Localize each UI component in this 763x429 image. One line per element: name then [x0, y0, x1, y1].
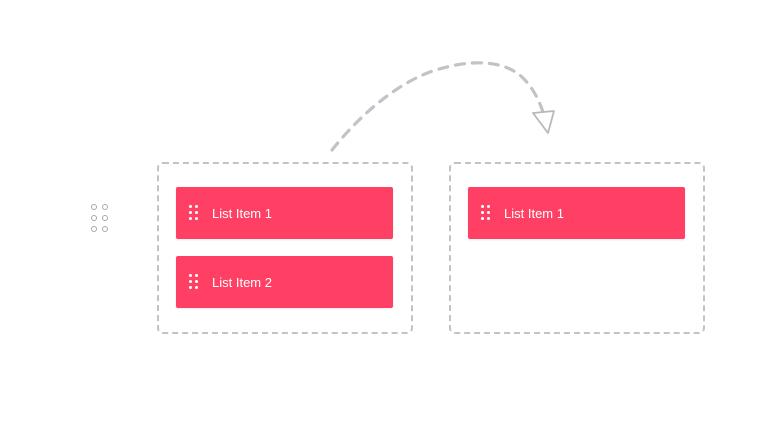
handle-ring — [102, 215, 108, 221]
list-item[interactable]: List Item 1 — [468, 187, 685, 239]
list-item[interactable]: List Item 1 — [176, 187, 393, 239]
list-item-label: List Item 1 — [212, 205, 272, 221]
handle-ring — [91, 226, 97, 232]
drag-grip-icon[interactable] — [481, 205, 491, 221]
arrow-path — [330, 61, 545, 152]
list-item-label: List Item 2 — [212, 274, 272, 290]
handle-ring — [102, 204, 108, 210]
handle-ring — [91, 215, 97, 221]
handle-ring — [102, 226, 108, 232]
list-item[interactable]: List Item 2 — [176, 256, 393, 308]
drag-grip-icon[interactable] — [189, 274, 199, 290]
drag-grip-icon[interactable] — [189, 205, 199, 221]
arrow-head — [532, 110, 555, 134]
target-drop-zone[interactable]: List Item 1 — [449, 162, 705, 334]
handle-ring — [91, 204, 97, 210]
list-item-label: List Item 1 — [504, 205, 564, 221]
source-drop-zone[interactable]: List Item 1 List Item 2 — [157, 162, 413, 334]
drag-handle-outline-icon[interactable] — [90, 203, 112, 235]
